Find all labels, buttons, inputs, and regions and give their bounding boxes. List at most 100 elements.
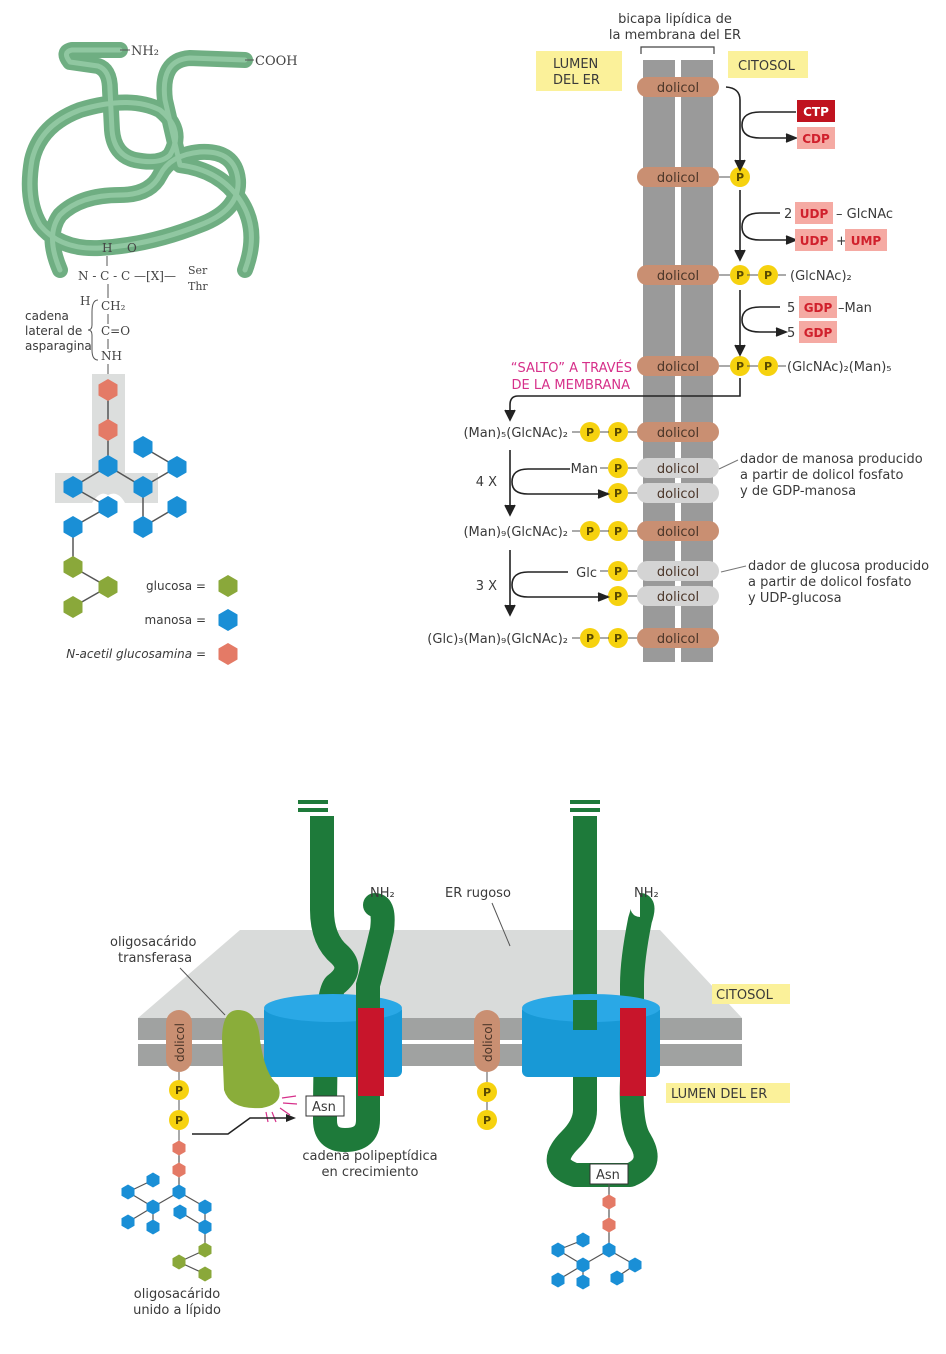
sugar-legend: glucosa = manosa = N-acetil glucosamina … bbox=[66, 575, 238, 665]
dolichol-left bbox=[166, 1010, 192, 1072]
oligosaccharide-tree bbox=[63, 379, 187, 618]
lumen-product-man9: (Man)₉(GlcNAc)₂ bbox=[463, 525, 568, 540]
glucose-hex bbox=[198, 1242, 212, 1258]
mannose-note-leader bbox=[718, 459, 739, 470]
ost-label-1: oligosacárido bbox=[110, 935, 196, 950]
product-glcnac2: (GlcNAc)₂ bbox=[790, 269, 852, 284]
dolichol-lipid bbox=[637, 586, 719, 606]
phosphate-label: P bbox=[586, 525, 594, 538]
ctp-label: CTP bbox=[803, 105, 829, 119]
er-translocation-diagram: ER rugoso oligosacárido transferasa CITO… bbox=[110, 800, 790, 1318]
glucose-hex bbox=[98, 576, 118, 598]
mannose-note-3: y de GDP-manosa bbox=[740, 484, 856, 499]
glucose-hex bbox=[172, 1254, 186, 1270]
transfer-arrow bbox=[192, 1117, 290, 1135]
udp-box-2 bbox=[795, 229, 833, 251]
dolichol-label: dolicol bbox=[657, 462, 699, 477]
polypeptide-chain-right bbox=[546, 816, 658, 1187]
signal-sequence-left bbox=[358, 1008, 384, 1096]
dolichol-label: dolicol bbox=[657, 360, 699, 375]
lumen-product-man5: (Man)₅(GlcNAc)₂ bbox=[463, 426, 568, 441]
phosphate-label: P bbox=[764, 360, 772, 373]
phosphate-label: P bbox=[614, 426, 622, 439]
mannose-note-2: a partir de dolicol fosfato bbox=[740, 468, 903, 483]
mannose-hex bbox=[576, 1274, 590, 1290]
er-label-leader bbox=[491, 902, 511, 947]
product-glcnac2-man5: (GlcNAc)₂(Man)₅ bbox=[787, 360, 892, 375]
lumen-label-2: DEL ER bbox=[553, 73, 600, 88]
carbonyl-group: C=O bbox=[101, 324, 130, 338]
asparagine-chemistry: H O N - C - C —[X]— Ser Thr H CH₂ C=O NH bbox=[78, 241, 208, 378]
mannose-hex bbox=[172, 1184, 186, 1200]
asn-label-left: Asn bbox=[312, 1100, 336, 1115]
gdp-box bbox=[799, 296, 837, 318]
o-atom: O bbox=[127, 241, 137, 255]
dolichol-label: dolicol bbox=[657, 590, 699, 605]
gdp-box-2 bbox=[799, 321, 837, 343]
phosphate-icon bbox=[608, 586, 628, 606]
lipid-linked-oligosaccharide bbox=[121, 1140, 212, 1282]
legend-glucose-label: glucosa = bbox=[146, 579, 206, 593]
gdp-label-2: GDP bbox=[804, 326, 833, 340]
backbone-formula: N - C - C —[X]— bbox=[78, 269, 176, 283]
nucleotide-boxes: CTP CDP 2 UDP – GlcNAc UDP + UMP 5 GDP –… bbox=[784, 100, 893, 343]
phosphate-icon bbox=[169, 1110, 189, 1130]
ost-label-2: transferasa bbox=[118, 951, 192, 966]
phosphate-icon bbox=[477, 1082, 497, 1102]
ump-box bbox=[845, 229, 887, 251]
dolichol-lipid bbox=[637, 628, 719, 648]
ser-label: Ser bbox=[188, 264, 208, 277]
legend-mannose-icon bbox=[218, 609, 238, 631]
h-atom-bottom: H bbox=[80, 294, 90, 308]
glcnac-label: – GlcNAc bbox=[836, 207, 893, 222]
mannose-hex bbox=[167, 496, 187, 518]
phosphate-icon bbox=[758, 356, 778, 376]
dolichol-row: dolicol bbox=[637, 77, 719, 97]
dolichol-label: dolicol bbox=[657, 81, 699, 96]
phosphate-label: P bbox=[736, 360, 744, 373]
phosphate-label: P bbox=[614, 525, 622, 538]
dolichol-lipid bbox=[637, 458, 719, 478]
lumen-label-bg bbox=[536, 51, 622, 91]
mannose-hex bbox=[576, 1232, 590, 1248]
gdp-label: GDP bbox=[804, 301, 833, 315]
cdp-box bbox=[797, 127, 835, 149]
phosphate-label: P bbox=[483, 1086, 491, 1099]
phosphate-label: P bbox=[764, 269, 772, 282]
plus-sign: + bbox=[836, 234, 847, 249]
man-label: –Man bbox=[838, 301, 872, 316]
asn-box-left bbox=[305, 1095, 345, 1117]
dolichol-label: dolicol bbox=[657, 269, 699, 284]
phosphate-icon bbox=[608, 483, 628, 503]
lumen-label-bg-c bbox=[666, 1083, 790, 1103]
legend-glcnac-icon bbox=[218, 643, 238, 665]
glucose-note-3: y UDP-glucosa bbox=[748, 591, 842, 606]
mannose-hex bbox=[198, 1219, 212, 1235]
mannose-hex bbox=[551, 1272, 565, 1288]
mannose-hex bbox=[146, 1199, 160, 1215]
thr-label: Thr bbox=[188, 280, 208, 293]
mannose-hex bbox=[602, 1242, 616, 1258]
mannose-hex bbox=[146, 1219, 160, 1235]
cytosol-label-c: CITOSOL bbox=[716, 988, 774, 1003]
attached-oligosaccharide bbox=[551, 1184, 642, 1290]
lipid-oligo-label-1: oligosacárido bbox=[134, 1287, 220, 1302]
dolichol-lipid bbox=[637, 521, 719, 541]
mannose-hex bbox=[576, 1257, 590, 1273]
protein-chain-diagram: NH₂ COOH bbox=[21, 42, 298, 278]
mannose-note-1: dador de manosa producido bbox=[740, 452, 923, 467]
growing-chain-label-2: en crecimiento bbox=[322, 1165, 419, 1180]
signal-sequence-right bbox=[620, 1008, 646, 1096]
dolichol-lipid bbox=[637, 422, 719, 442]
side-chain-label-3: asparagina bbox=[25, 339, 92, 353]
phosphate-icon bbox=[608, 628, 628, 648]
phosphate-icon bbox=[730, 167, 750, 187]
lumen-label-c: LUMEN DEL ER bbox=[671, 1087, 767, 1102]
dolichol-lipid bbox=[637, 356, 719, 376]
nh-group: NH bbox=[101, 349, 122, 363]
oligosaccharyl-transferase bbox=[222, 1010, 280, 1109]
